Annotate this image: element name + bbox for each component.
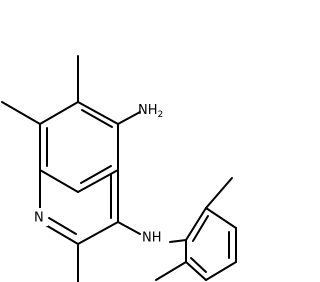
bond-ar2-ar3 [205, 207, 237, 229]
ring-nitrogen-label: N [34, 211, 44, 226]
amine-label-subscript: 2 [158, 110, 164, 120]
bond-nh-aryl [169, 239, 187, 243]
bond-n1-c2 [43, 223, 79, 245]
bond-ar5-methyl [155, 261, 187, 281]
molecule-canvas: N NH2 NH [1, 55, 237, 282]
bond-c6-amine [117, 111, 141, 125]
bond-ar4-ar5 [205, 261, 237, 281]
bond-c4a-c8a [39, 169, 79, 193]
amine-label-main: NH [138, 103, 158, 118]
bond-ar1-ar2 [185, 207, 207, 241]
bond-c7-c6 [77, 101, 119, 125]
bond-ar2-methyl [205, 177, 233, 209]
bond-c7-c6-inner [81, 109, 113, 128]
bond-ar1-ar2-inner [192, 215, 209, 242]
bond-c8-c7 [39, 101, 79, 125]
bond-c2-c3 [77, 221, 119, 245]
nh-bridge-label: NH [142, 231, 162, 246]
bond-ar5-ar6-inner [190, 257, 207, 273]
bond-c8-methyl [1, 101, 41, 125]
bond-c4-nh [117, 221, 141, 235]
bond-c5-c4a-inner [80, 165, 112, 184]
n-ring-mask [32, 208, 48, 226]
amine-label: NH2 [138, 103, 163, 120]
molecule-structure: N NH2 NH [1, 55, 237, 282]
bond-ar5-ar6 [185, 261, 207, 281]
bond-n1-c2-inner [48, 217, 77, 235]
